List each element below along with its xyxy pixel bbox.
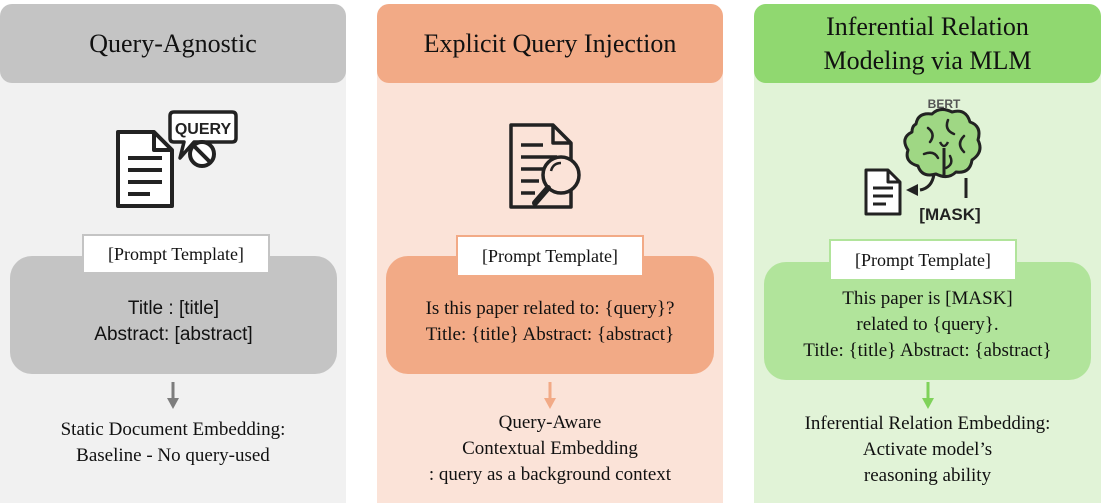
result-line: Baseline - No query-used [76,445,270,466]
template-line: Title: {title} Abstract: {abstract} [803,340,1052,361]
document-with-no-query-icon: QUERY [110,106,240,212]
prompt-template-box: This paper is [MASK] related to {query}.… [764,262,1091,380]
result-line: Query-Aware [498,412,602,433]
mask-icon-text: [MASK] [919,205,980,224]
panel-title-line: Query-Agnostic [89,28,257,58]
down-arrow-icon [543,382,557,415]
panel-title-line: Explicit Query Injection [423,28,677,58]
prompt-template-box: Title : [title] Abstract: [abstract] [10,256,337,374]
prompt-template-label: [Prompt Template] [82,234,270,274]
result-line: Inferential Relation Embedding: [804,413,1051,434]
document-search-icon [505,121,595,213]
embedding-result: Query-Aware Contextual Embedding : query… [377,410,723,488]
query-icon-text: QUERY [175,121,232,138]
panel-title: Explicit Query Injection [377,4,723,83]
prompt-template-label: [Prompt Template] [829,239,1017,281]
result-line: Static Document Embedding: [60,419,286,440]
result-line: : query as a background context [428,464,672,485]
down-arrow-icon [921,382,935,415]
prompt-template-label: [Prompt Template] [456,235,644,277]
panel-inferential-relation-mlm: Inferential Relation Modeling via MLM BE… [754,0,1101,503]
bert-icon-text: BERT [928,97,961,111]
panel-title: Inferential Relation Modeling via MLM [754,4,1101,83]
template-line: Title: {title} Abstract: {abstract} [425,324,675,345]
down-arrow-icon [166,382,180,415]
embedding-result: Inferential Relation Embedding: Activate… [754,411,1101,489]
panel-title-line: Modeling via MLM [823,45,1032,75]
result-line: Activate model’s [862,439,993,460]
panel-title-line: Inferential Relation [826,11,1029,41]
result-line: Contextual Embedding [462,438,638,459]
template-line: related to {query}. [856,314,999,335]
embedding-result: Static Document Embedding: Baseline - No… [0,417,346,469]
template-line: Abstract: [abstract] [94,324,253,345]
template-line: This paper is [MASK] [842,288,1013,309]
panel-title: Query-Agnostic [0,4,346,83]
bert-brain-mask-icon: BERT [MASK] [858,94,998,226]
panel-explicit-query-injection: Explicit Query Injection [Prompt Templat… [377,0,723,503]
template-line: Title : [title] [127,298,220,319]
result-line: reasoning ability [863,465,992,486]
panel-query-agnostic: Query-Agnostic QUERY [Prompt Template] T… [0,0,346,503]
template-line: Is this paper related to: {query}? [425,298,675,319]
